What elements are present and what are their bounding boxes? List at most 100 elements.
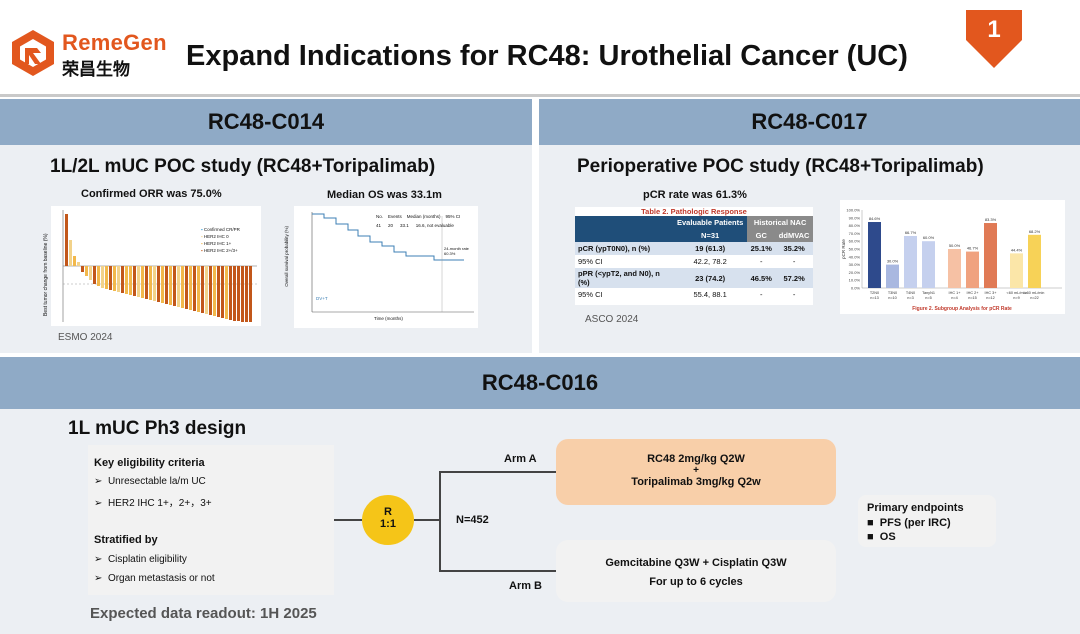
chart-bar	[904, 235, 917, 288]
chart-bar	[868, 222, 881, 288]
rand-r: R	[384, 506, 392, 518]
arm-a-plus: +	[693, 465, 699, 476]
table-title: Table 2. Pathologic Response	[641, 207, 747, 216]
c014-subtitle: 1L/2L mUC POC study (RC48+Toripalimab)	[50, 156, 436, 177]
c017-subtitle: Perioperative POC study (RC48+Toripalima…	[577, 156, 984, 177]
chart-bar	[886, 264, 899, 288]
waterfall-legend-item: ▪ HER2 IHC 0	[201, 234, 229, 239]
category-label: IHC 2+	[967, 291, 980, 295]
table-row: pPR (<ypT2, and N0), n (%)23 (74.2)46.5%…	[575, 268, 813, 288]
y-tick-label: 20.0%	[849, 270, 861, 275]
table-caption: pCR rate was 61.3%	[643, 189, 747, 201]
category-label: n=22	[1030, 296, 1039, 300]
y-tick-label: 60.0%	[849, 239, 861, 244]
km-caption: Median OS was 33.1m	[327, 189, 442, 201]
chart-ylabel: pCR Rate	[841, 239, 846, 259]
y-tick-label: 70.0%	[849, 231, 861, 236]
category-label: n=4	[951, 296, 957, 300]
waterfall-legend-item: ▪ HER2 IHC 2+/3+	[201, 248, 238, 253]
data-label: 84.6%	[869, 216, 881, 221]
data-label: 66.7%	[905, 230, 917, 235]
y-tick-label: 80.0%	[849, 223, 861, 228]
arm-b-box: Gemcitabine Q3W + Cisplatin Q3W For up t…	[556, 540, 836, 602]
criteria-item: ➢ Unresectable la/m UC	[94, 476, 206, 487]
logo-text-cn: 荣昌生物	[62, 60, 130, 79]
waterfall-legend: ▪ Confirmed CR/PR ▪ HER2 IHC 0 ▪ HER2 IH…	[201, 226, 240, 254]
km-annotation: 24-month rate 60.3%	[444, 246, 469, 256]
arm-a-line1: RC48 2mg/kg Q2W	[647, 453, 745, 465]
c014-band: RC48-C014	[0, 99, 532, 145]
category-label: n=10	[888, 296, 897, 300]
km-plot: Overall survival probability (%) Time (m…	[284, 206, 478, 328]
chart-bar	[922, 241, 935, 288]
category-label: n=12	[986, 296, 995, 300]
chart-bar	[984, 223, 997, 288]
waterfall-plot: Best tumor change from baseline (%)	[43, 206, 261, 326]
connector-line	[414, 519, 440, 521]
category-label: T2N0	[870, 291, 879, 295]
primary-endpoints-box: Primary endpoints ■ PFS (per IRC) ■ OS	[858, 495, 996, 547]
pcr-subgroup-chart: 0.0%10.0%20.0%30.0%40.0%50.0%60.0%70.0%8…	[840, 200, 1065, 314]
c016-subtitle: 1L mUC Ph3 design	[68, 418, 247, 439]
arm-b-label: Arm B	[509, 580, 543, 592]
connector-line	[439, 471, 441, 571]
col-evaluable: Evaluable Patients	[673, 216, 748, 229]
arm-a-line2: Toripalimab 3mg/kg Q2w	[631, 476, 761, 488]
category-label: IHC 1+	[949, 291, 962, 295]
arm-a-label: Arm A	[504, 453, 537, 465]
y-tick-label: 30.0%	[849, 262, 861, 267]
arm-b-line1: Gemcitabine Q3W + Cisplatin Q3W	[605, 557, 787, 569]
data-label: 30.0%	[887, 259, 899, 264]
criteria-item: ➢ HER2 IHC 1+，2+，3+	[94, 498, 212, 509]
km-xlabel: Time (months)	[374, 316, 403, 321]
c014-source: ESMO 2024	[58, 332, 113, 343]
eligibility-box: Key eligibility criteria ➢ Unresectable …	[88, 445, 334, 595]
arm-a-line	[439, 471, 556, 473]
logo-text-en: RemeGen	[62, 30, 167, 55]
pcr-bar-svg: 0.0%10.0%20.0%30.0%40.0%50.0%60.0%70.0%8…	[841, 208, 1062, 312]
col-ddmvac: ddMVAC	[775, 229, 813, 242]
pathologic-response-table: Table 2. Pathologic Response Evaluable P…	[575, 207, 813, 305]
data-label: 46.7%	[967, 246, 979, 251]
endpoint-item: ■ PFS (per IRC)	[867, 517, 951, 529]
chart-bar	[966, 251, 979, 288]
km-curve	[311, 212, 474, 313]
category-label: ≥60 mL/min	[1025, 291, 1045, 295]
y-tick-label: 90.0%	[849, 215, 861, 220]
strat-title: Stratified by	[94, 534, 158, 546]
km-legend: DV+T	[316, 296, 328, 301]
data-label: 68.2%	[1029, 229, 1041, 234]
strat-item: ➢ Cisplatin eligibility	[94, 554, 187, 565]
waterfall-legend-item: ▪ HER2 IHC 1+	[201, 241, 232, 246]
category-label: T3N0	[888, 291, 897, 295]
category-label: n=9	[1013, 296, 1019, 300]
category-label: n=5	[925, 296, 931, 300]
criteria-title: Key eligibility criteria	[94, 457, 205, 469]
col-evaluable-n: N=31	[673, 229, 748, 242]
arm-b-line2: For up to 6 cycles	[649, 576, 743, 588]
endpoint-item: ■ OS	[867, 531, 896, 543]
connector-line	[334, 519, 362, 521]
y-tick-label: 50.0%	[849, 247, 861, 252]
readout-text: Expected data readout: 1H 2025	[90, 605, 317, 622]
arm-a-box: RC48 2mg/kg Q2W + Toripalimab 3mg/kg Q2w	[556, 439, 836, 505]
table-row: pCR (ypT0N0), n (%)19 (61.3)25.1%35.2%	[575, 242, 813, 255]
chart-bar	[1010, 253, 1023, 288]
chart-bar	[1028, 234, 1041, 288]
data-label: 83.3%	[985, 217, 997, 222]
category-label: n=3	[907, 296, 913, 300]
c016-band: RC48-C016	[0, 357, 1080, 409]
category-label: T4N0	[906, 291, 915, 295]
remegen-logo-icon	[12, 30, 54, 76]
waterfall-legend-item: ▪ Confirmed CR/PR	[201, 227, 240, 232]
page-title: Expand Indications for RC48: Urothelial …	[186, 40, 908, 72]
category-label: n=13	[870, 296, 879, 300]
col-historical: Historical NAC	[747, 216, 813, 229]
category-label: IHC 3+	[985, 291, 998, 295]
chart-bar	[948, 249, 961, 288]
y-tick-label: 40.0%	[849, 254, 861, 259]
chart-title: Figure 2. Subgroup Analysis for pCR Rate	[912, 306, 1012, 312]
endpoints-title: Primary endpoints	[867, 502, 964, 514]
